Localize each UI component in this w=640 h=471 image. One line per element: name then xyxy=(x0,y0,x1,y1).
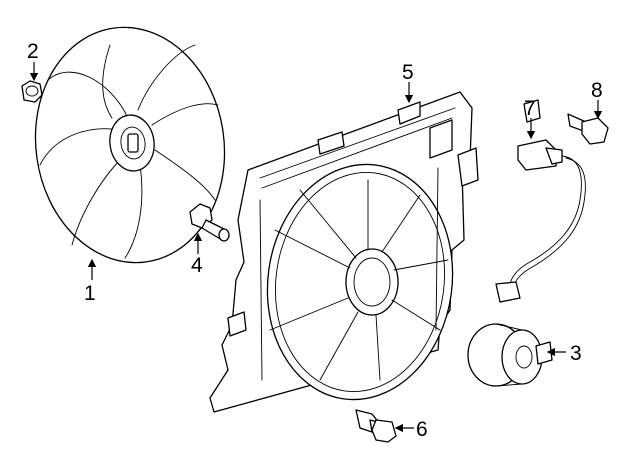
callout-4: 4 xyxy=(191,254,203,277)
callout-7: 7 xyxy=(524,97,536,120)
fan-motor xyxy=(467,323,553,387)
fan-shroud xyxy=(209,91,479,413)
callout-3: 3 xyxy=(570,342,582,365)
harness-connector xyxy=(495,99,586,303)
callout-6: 6 xyxy=(416,418,428,441)
bolt-lower xyxy=(355,409,397,443)
leader-lines xyxy=(29,62,603,433)
callout-8: 8 xyxy=(591,79,603,102)
nut xyxy=(21,80,43,103)
callout-5: 5 xyxy=(402,61,414,84)
callout-1: 1 xyxy=(84,282,96,305)
fan-blade xyxy=(34,26,226,264)
stud-bolt xyxy=(189,203,230,242)
bolt-upper xyxy=(567,113,609,145)
callout-2: 2 xyxy=(27,40,39,63)
